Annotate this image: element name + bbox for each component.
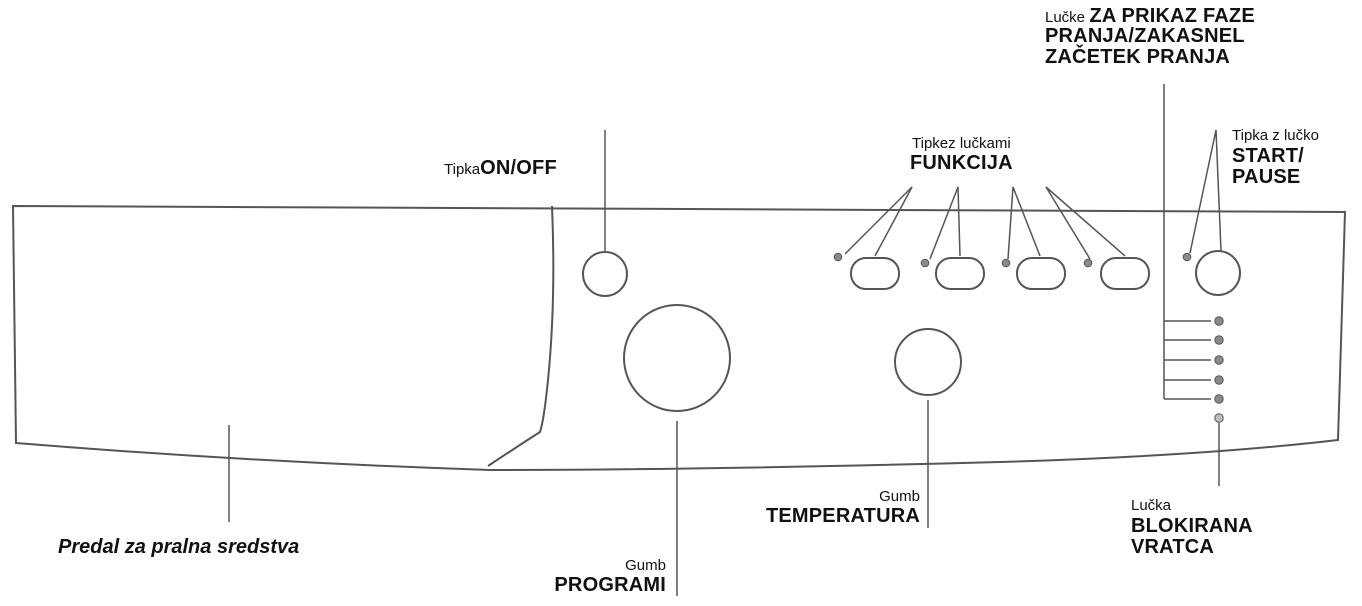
functions-label-line1: Tipkez lučkami bbox=[912, 135, 1011, 152]
function-button-4[interactable] bbox=[1100, 257, 1150, 290]
door-lock-label-line3: VRATCA bbox=[1131, 535, 1215, 558]
phase-lights-label: Lučke ZA PRIKAZ FAZE PRANJA/ZAKASNEL ZAČ… bbox=[1045, 6, 1255, 67]
functions-label-line2: FUNKCIJA bbox=[910, 152, 1013, 175]
temperature-label-line2: TEMPERATURA bbox=[765, 505, 920, 528]
function-button-1[interactable] bbox=[850, 257, 900, 290]
phase-led-3 bbox=[1214, 355, 1224, 365]
function-button-3[interactable] bbox=[1016, 257, 1066, 290]
start-pause-button[interactable] bbox=[1195, 250, 1241, 296]
phase-led-5 bbox=[1214, 394, 1224, 404]
phase-lights-label-line2: PRANJA/ZAKASNEL bbox=[1045, 25, 1245, 48]
phase-lights-label-prefix: Lučke bbox=[1045, 9, 1086, 26]
function-led-3 bbox=[1001, 258, 1011, 268]
on-off-label-prefix: Tipka bbox=[444, 161, 481, 178]
start-pause-led bbox=[1182, 252, 1192, 262]
program-knob[interactable] bbox=[623, 304, 731, 412]
panel-outline bbox=[11, 204, 1347, 472]
programs-label-line2: PROGRAMI bbox=[554, 574, 666, 597]
on-off-label-strong: ON/OFF bbox=[480, 157, 557, 179]
door-lock-label: Lučka BLOKIRANA VRATCA bbox=[1131, 498, 1253, 557]
phase-led-1 bbox=[1214, 316, 1224, 326]
phase-lights-label-line3: ZAČETEK PRANJA bbox=[1045, 45, 1231, 68]
temperature-label: Gumb TEMPERATURA bbox=[748, 489, 920, 527]
functions-label: Tipkez lučkami FUNKCIJA bbox=[910, 136, 1013, 174]
start-pause-leaders bbox=[1189, 129, 1222, 254]
start-pause-label-line1: Tipka z lučko bbox=[1232, 127, 1319, 144]
function-led-4 bbox=[1083, 258, 1093, 268]
temperature-label-line1: Gumb bbox=[879, 488, 920, 505]
on-off-label: TipkaON/OFF bbox=[444, 158, 557, 178]
phase-lights-label-line1: ZA PRIKAZ FAZE bbox=[1089, 5, 1255, 27]
function-button-2[interactable] bbox=[935, 257, 985, 290]
door-lock-label-line1: Lučka bbox=[1131, 497, 1172, 514]
start-pause-label: Tipka z lučko START/ PAUSE bbox=[1232, 128, 1319, 187]
on-off-button[interactable] bbox=[582, 251, 628, 297]
function-leaders bbox=[844, 186, 1126, 260]
function-led-1 bbox=[833, 252, 843, 262]
drawer-divider bbox=[487, 205, 555, 467]
function-buttons bbox=[833, 252, 1150, 290]
drawer-label: Predal za pralna sredstva bbox=[58, 536, 300, 558]
phase-lights-bracket bbox=[1163, 84, 1211, 400]
phase-lights bbox=[1214, 316, 1224, 404]
programs-label-line1: Gumb bbox=[625, 557, 666, 574]
start-pause-label-line3: PAUSE bbox=[1232, 165, 1301, 188]
phase-led-4 bbox=[1214, 375, 1224, 385]
door-lock-label-line2: BLOKIRANA bbox=[1131, 515, 1253, 538]
programs-label: Gumb PROGRAMI bbox=[520, 558, 666, 596]
phase-led-2 bbox=[1214, 335, 1224, 345]
temperature-knob[interactable] bbox=[894, 328, 962, 396]
function-led-2 bbox=[920, 258, 930, 268]
door-lock-led bbox=[1214, 413, 1224, 423]
start-pause-label-line2: START/ bbox=[1232, 145, 1304, 168]
